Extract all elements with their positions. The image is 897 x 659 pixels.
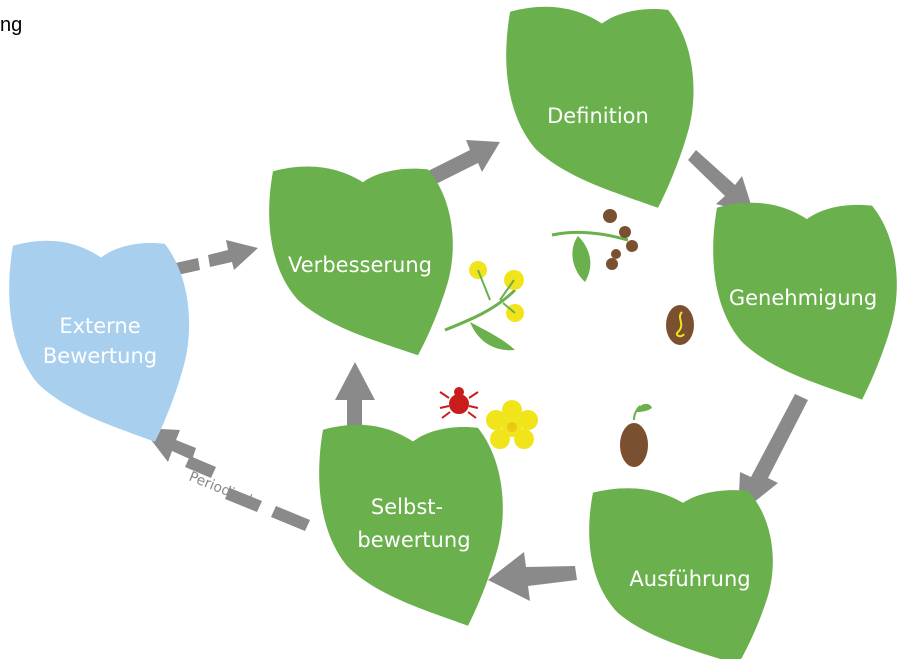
arrow-improvement-to-definition (420, 140, 500, 188)
leaf-external-assessment (9, 240, 190, 442)
label-execution: Ausführung (629, 567, 750, 591)
arrow-selfassessment-to-improvement (335, 362, 375, 445)
seed-icon (666, 305, 694, 345)
label-definition: Definition (547, 104, 649, 128)
red-bug-icon (439, 387, 479, 419)
cropped-heading-fragment: ng (0, 14, 23, 36)
arrow-selfassessment-to-external-dashed (142, 428, 310, 531)
arrows (142, 140, 808, 601)
label-approval: Genehmigung (729, 286, 877, 310)
label-self-assessment-line1: Selbst- (371, 495, 443, 519)
yellow-flowers-illustration (444, 261, 524, 351)
label-self-assessment-line2: bewertung (357, 528, 470, 552)
label-periodic: Periodisch (187, 469, 259, 511)
label-external-line2: Bewertung (43, 344, 157, 368)
yellow-blossom-icon (486, 400, 538, 449)
arrow-definition-to-approval (688, 150, 754, 214)
arrow-execution-to-selfassessment (488, 552, 577, 601)
label-improvement: Verbesserung (288, 253, 432, 277)
arrow-approval-to-execution (738, 394, 808, 515)
leaf-self-assessment (319, 424, 503, 626)
plant-seeds-branch-illustration (551, 209, 638, 282)
label-external-line1: Externe (59, 314, 140, 338)
sprouting-seed-icon (620, 403, 652, 467)
